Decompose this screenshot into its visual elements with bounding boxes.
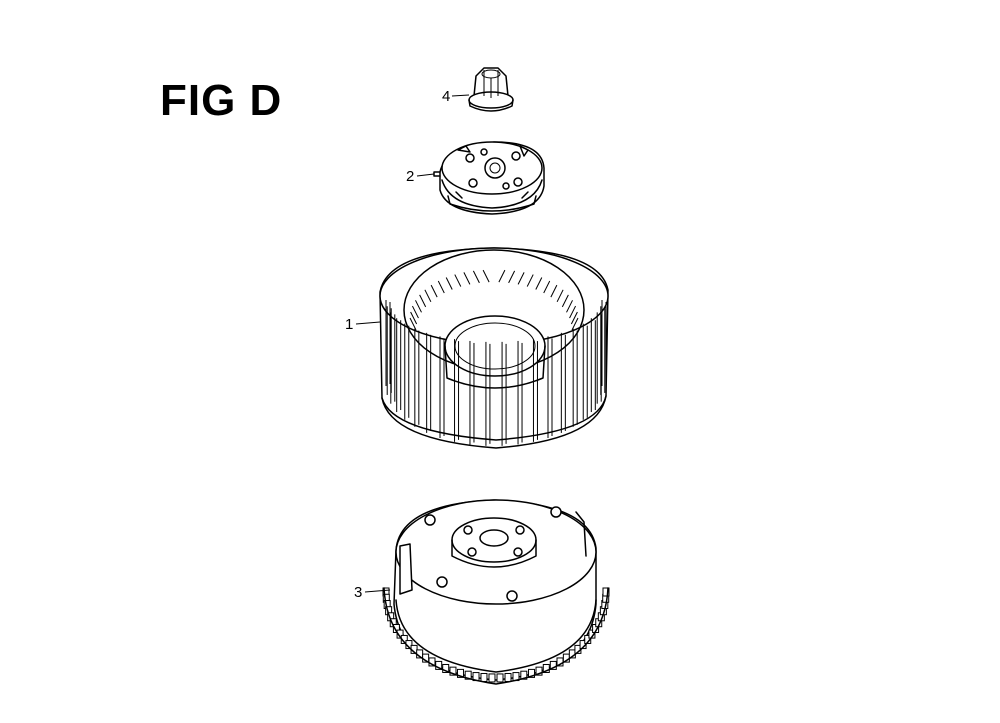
callout-number: 3 — [354, 584, 362, 601]
cooling-fan-icon — [379, 247, 609, 449]
callout-1: 1 — [345, 316, 381, 333]
figure-title: FIG D — [160, 76, 283, 125]
callout-number: 1 — [345, 316, 353, 333]
callout-4: 4 — [442, 88, 470, 105]
callout-number: 2 — [406, 168, 414, 185]
starter-pulley-icon — [433, 141, 545, 215]
flange-nut-icon — [468, 67, 514, 112]
flywheel-icon — [382, 499, 610, 685]
callout-2: 2 — [406, 168, 435, 185]
callout-number: 4 — [442, 88, 450, 105]
callout-3: 3 — [354, 584, 391, 601]
